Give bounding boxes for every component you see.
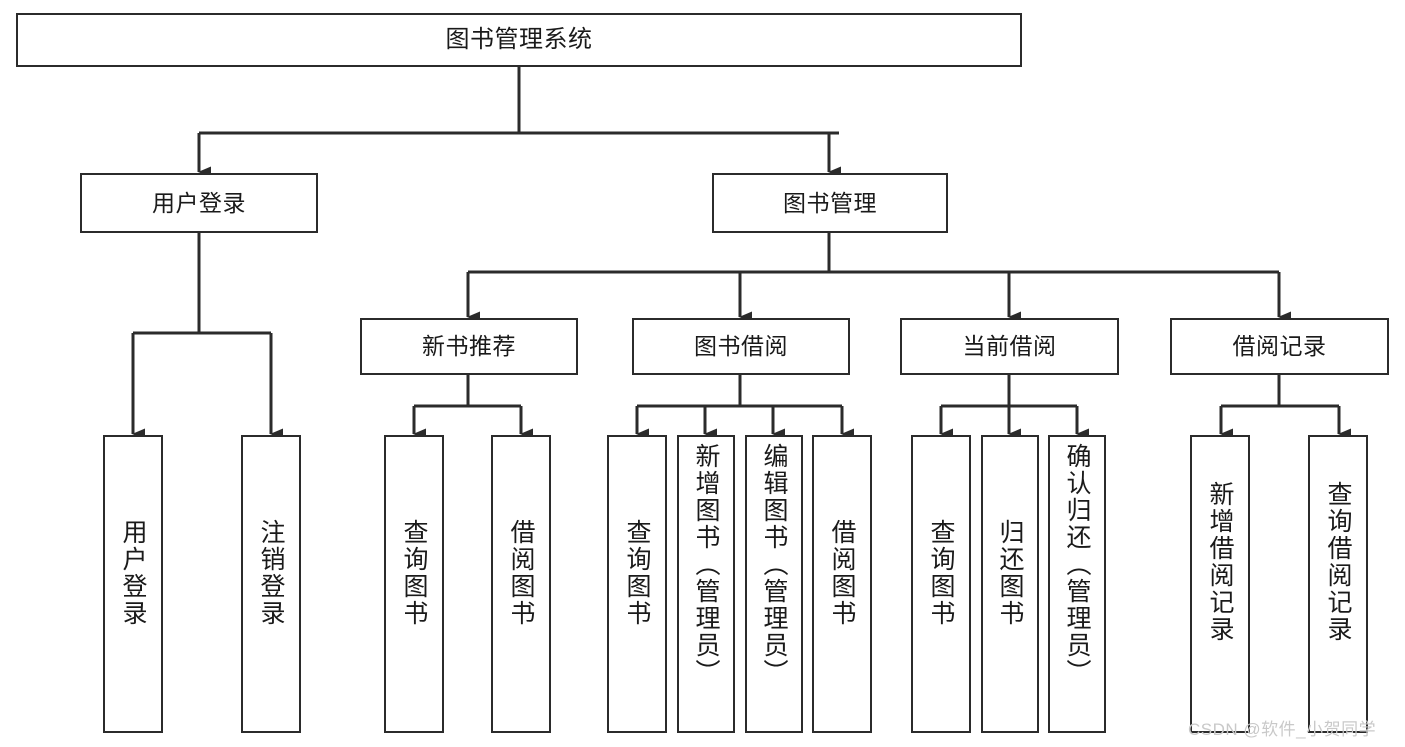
leaf-query-borrowing-record[interactable]: 查询借阅记录	[1308, 435, 1368, 733]
leaf-edit-book-admin[interactable]: 编辑图书（管理员）	[745, 435, 803, 733]
node-label: 借阅图书	[828, 519, 856, 627]
csdn-watermark: CSDN @软件_小贺同学	[1188, 720, 1377, 739]
leaf-user-login[interactable]: 用户登录	[103, 435, 163, 733]
leaf-user-logout[interactable]: 注销登录	[241, 435, 301, 733]
node-label: 图书管理系统	[445, 26, 593, 54]
node-book-borrowing[interactable]: 图书借阅	[632, 318, 850, 375]
node-label: 新书推荐	[422, 333, 516, 360]
leaf-query-book-current[interactable]: 查询图书	[911, 435, 971, 733]
node-label: 确认归还（管理员）	[1063, 443, 1091, 686]
node-label: 新增借阅记录	[1206, 481, 1234, 643]
leaf-query-book-borrowing[interactable]: 查询图书	[607, 435, 667, 733]
leaf-query-book-recommendation[interactable]: 查询图书	[384, 435, 444, 733]
node-label: 用户登录	[119, 519, 147, 627]
leaf-borrow-book-recommendation[interactable]: 借阅图书	[491, 435, 551, 733]
node-label: 查询图书	[400, 519, 428, 627]
node-label: 新增图书（管理员）	[692, 443, 720, 686]
node-label: 查询图书	[623, 519, 651, 627]
node-new-book-recommendation[interactable]: 新书推荐	[360, 318, 578, 375]
node-label: 图书借阅	[694, 333, 788, 360]
leaf-add-borrowing-record[interactable]: 新增借阅记录	[1190, 435, 1250, 733]
node-book-management[interactable]: 图书管理	[712, 173, 948, 233]
node-label: 归还图书	[996, 519, 1024, 627]
node-label: 借阅记录	[1232, 333, 1327, 360]
leaf-borrow-book[interactable]: 借阅图书	[812, 435, 872, 733]
node-label: 图书管理	[783, 189, 877, 216]
node-label: 查询借阅记录	[1324, 481, 1352, 643]
leaf-add-book-admin[interactable]: 新增图书（管理员）	[677, 435, 735, 733]
node-borrowing-record[interactable]: 借阅记录	[1170, 318, 1389, 375]
node-label: 借阅图书	[507, 519, 535, 627]
node-user-login[interactable]: 用户登录	[80, 173, 318, 233]
node-label: 编辑图书（管理员）	[760, 443, 788, 686]
node-label: 当前借阅	[962, 333, 1057, 360]
node-label: 注销登录	[257, 519, 285, 627]
node-label: 用户登录	[152, 189, 246, 216]
leaf-confirm-return-admin[interactable]: 确认归还（管理员）	[1048, 435, 1106, 733]
node-label: 查询图书	[927, 519, 955, 627]
leaf-return-book[interactable]: 归还图书	[981, 435, 1039, 733]
node-current-borrowing[interactable]: 当前借阅	[900, 318, 1119, 375]
node-root-book-management-system[interactable]: 图书管理系统	[16, 13, 1022, 67]
